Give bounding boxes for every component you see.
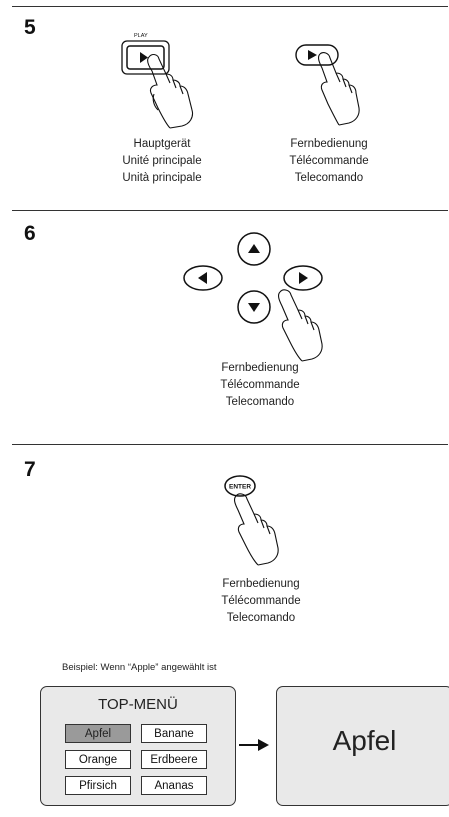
remote-play-button-illustration (293, 42, 403, 142)
caption-remote-5: Fernbedienung Télécommande Telecomando (289, 138, 369, 184)
menu-item-erdbeere[interactable]: Erdbeere (141, 750, 207, 769)
section-divider-top (12, 6, 448, 7)
play-triangle-icon (140, 52, 148, 63)
menu-item-apfel[interactable]: Apfel (65, 724, 131, 743)
caption-main-unit: Hauptgerät Unité principale Unità princi… (122, 138, 202, 184)
hand-pointer-icon (148, 55, 193, 128)
menu-item-ananas[interactable]: Ananas (141, 776, 207, 795)
step-number-6: 6 (24, 222, 36, 245)
menu-item-orange[interactable]: Orange (65, 750, 131, 769)
enter-button-icon (225, 476, 255, 496)
result-panel: Apfel (276, 686, 449, 806)
step-number-7: 7 (24, 458, 36, 481)
play-triangle-icon (308, 50, 317, 60)
menu-title: TOP-MENÜ (98, 696, 178, 713)
enter-label: ENTER (229, 484, 251, 491)
arrow-right-icon (284, 266, 322, 290)
main-unit-play-button-illustration: PLAY (118, 33, 228, 130)
cursor-buttons-illustration (180, 230, 350, 370)
arrow-left-icon (184, 266, 222, 290)
hand-pointer-icon (279, 290, 323, 361)
example-caption: Beispiel: Wenn “Apple” angewählt ist (62, 662, 217, 673)
enter-button-illustration: ENTER (222, 474, 322, 584)
hand-pointer-icon (319, 53, 360, 125)
play-label: PLAY (134, 33, 148, 39)
step-number-5: 5 (24, 16, 36, 39)
menu-item-banane[interactable]: Banane (141, 724, 207, 743)
hand-pointer-icon (235, 494, 279, 565)
arrow-up-icon (238, 233, 270, 265)
section-divider-6 (12, 210, 448, 211)
section-divider-7 (12, 444, 448, 445)
menu-item-pfirsich[interactable]: Pfirsich (65, 776, 131, 795)
arrow-right-icon (238, 739, 269, 751)
caption-remote-6: Fernbedienung Télécommande Telecomando (220, 362, 300, 408)
caption-remote-7: Fernbedienung Télécommande Telecomando (221, 578, 301, 624)
arrow-down-icon (238, 291, 270, 323)
top-menu-panel: TOP-MENÜ Apfel Banane Orange Erdbeere Pf… (40, 686, 236, 806)
result-text: Apfel (332, 725, 397, 756)
